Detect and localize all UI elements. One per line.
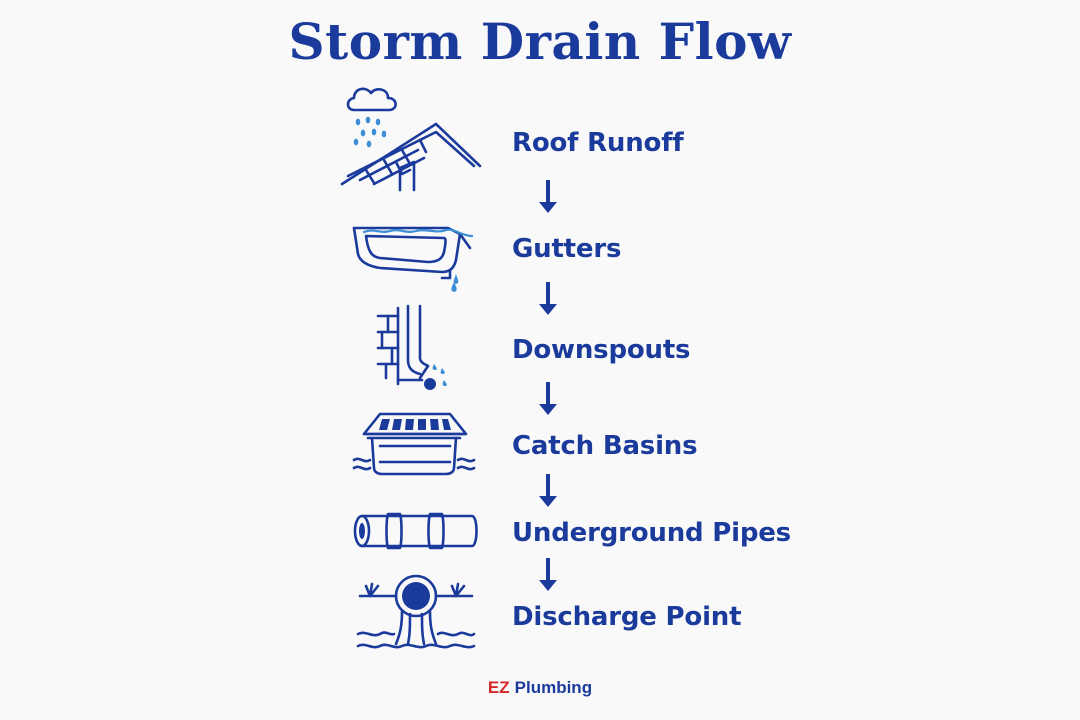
- step-label-downspouts: Downspouts: [512, 335, 691, 365]
- step-label-underground-pipes: Underground Pipes: [512, 518, 791, 548]
- gutter-icon: [350, 222, 480, 292]
- catch-basin-icon: [352, 410, 476, 480]
- pipe-icon: [352, 510, 478, 552]
- page-title: Storm Drain Flow: [288, 12, 792, 71]
- flow-arrow-3: [538, 382, 558, 416]
- discharge-outlet-icon: [356, 574, 476, 650]
- step-label-discharge-point: Discharge Point: [512, 602, 742, 632]
- step-label-roof-runoff: Roof Runoff: [512, 128, 684, 158]
- flow-arrow-2: [538, 282, 558, 316]
- flow-arrow-5: [538, 558, 558, 592]
- step-label-gutters: Gutters: [512, 234, 622, 264]
- flow-arrow-1: [538, 180, 558, 214]
- flow-arrow-4: [538, 474, 558, 508]
- step-label-catch-basins: Catch Basins: [512, 431, 698, 461]
- roof-rain-icon: [338, 86, 486, 194]
- downspout-icon: [374, 304, 456, 394]
- brand-name-text: Plumbing: [514, 678, 593, 697]
- brand-accent-text: EZ: [487, 678, 510, 697]
